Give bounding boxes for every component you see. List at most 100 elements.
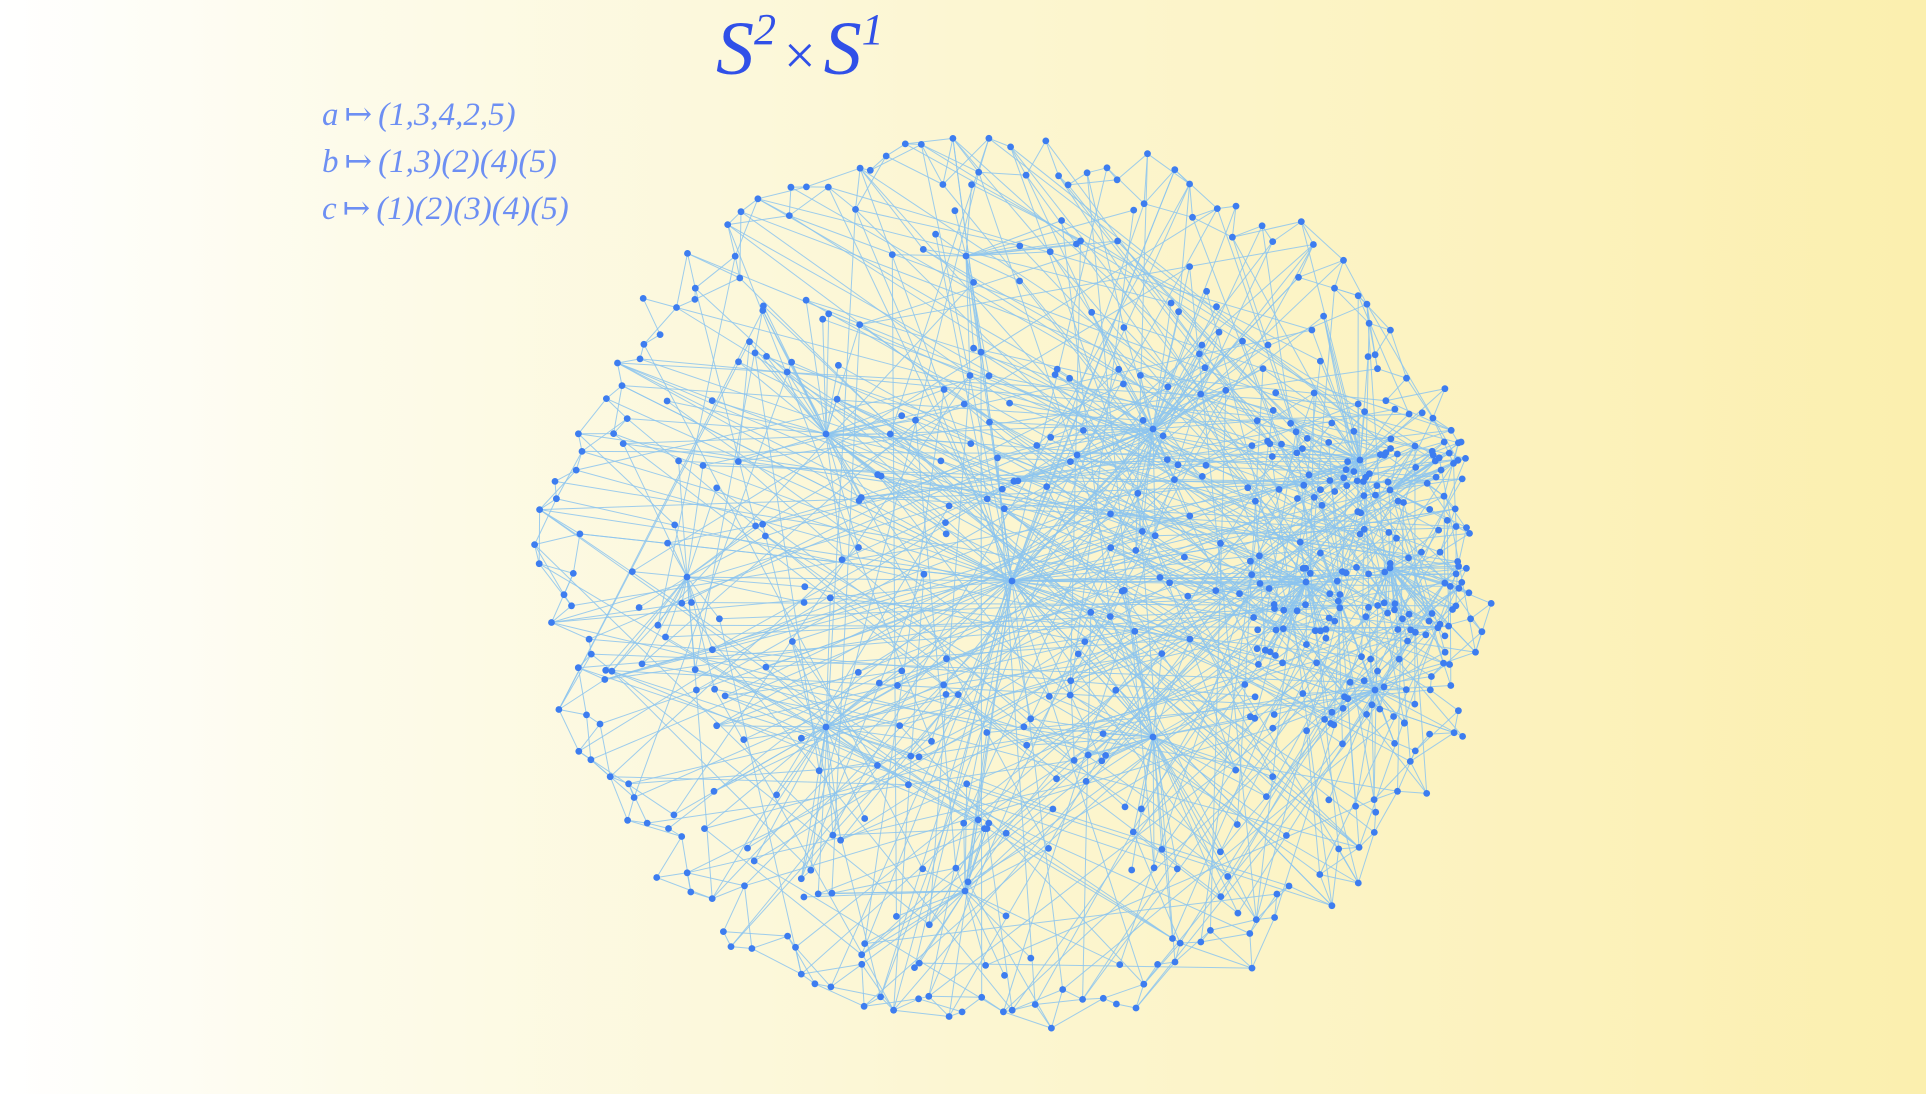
graph-node <box>1140 200 1148 208</box>
graph-node <box>920 570 928 578</box>
graph-node <box>1184 592 1192 600</box>
graph-node <box>1171 958 1179 966</box>
graph-node <box>1263 793 1270 800</box>
graph-edge <box>627 797 635 821</box>
graph-edge <box>1046 486 1257 920</box>
graph-node <box>970 279 977 286</box>
graph-edge <box>1343 260 1368 305</box>
graph-node <box>1283 832 1290 839</box>
graph-edge <box>791 641 878 766</box>
graph-edge <box>1331 422 1361 461</box>
graph-edge <box>1062 716 1394 990</box>
graph-edge <box>617 362 1013 582</box>
graph-node <box>1478 628 1486 636</box>
graph-edge <box>1357 832 1375 884</box>
graph-node <box>720 928 727 935</box>
graph-edge <box>730 694 959 947</box>
graph-node <box>1272 652 1279 659</box>
graph-node <box>1269 773 1277 780</box>
graph-node <box>855 544 862 551</box>
graph-edge <box>647 822 669 829</box>
graph-node <box>1016 277 1023 285</box>
graph-edge <box>931 694 947 742</box>
graph-node <box>1049 805 1057 813</box>
graph-node <box>975 168 983 176</box>
graph-node <box>1454 558 1462 565</box>
graph-node <box>1131 627 1139 635</box>
graph-edge <box>666 400 1321 875</box>
graph-edge <box>1011 580 1451 587</box>
graph-edge <box>1397 750 1416 792</box>
graph-edge <box>1140 736 1154 809</box>
graph-node <box>585 635 593 643</box>
graph-node <box>1391 740 1398 747</box>
graph-node <box>1325 614 1333 622</box>
graph-edge <box>1210 919 1257 931</box>
graph-edge <box>1058 175 1339 602</box>
graph-node <box>1268 453 1276 460</box>
graph-node <box>963 780 971 788</box>
graph-node <box>1067 677 1075 685</box>
graph-node <box>1405 610 1413 618</box>
graph-node <box>983 729 991 736</box>
graph-node <box>693 686 700 694</box>
graph-node <box>1159 432 1167 440</box>
graph-edge <box>617 362 623 386</box>
graph-edge <box>1247 438 1308 489</box>
graph-node <box>1197 390 1205 398</box>
graph-edge <box>599 580 1013 725</box>
graph-edge <box>1359 408 1396 461</box>
graph-edge <box>586 714 592 760</box>
graph-node <box>1045 845 1052 852</box>
graph-edge <box>1011 183 1191 582</box>
graph-edge <box>1449 586 1483 632</box>
graph-node <box>1342 569 1350 577</box>
graph-node <box>639 295 647 302</box>
graph-edge <box>638 576 688 608</box>
graph-edge <box>558 679 606 710</box>
graph-edge <box>825 415 902 435</box>
graph-node <box>1175 308 1182 316</box>
graph-node <box>1412 628 1419 636</box>
graph-edge <box>1414 632 1428 794</box>
graph-node <box>663 397 671 405</box>
graph-node <box>1303 435 1311 442</box>
graph-edge <box>965 243 1077 257</box>
graph-node <box>1437 466 1445 474</box>
graph-edge <box>641 576 688 665</box>
graph-node <box>898 412 906 420</box>
graph-edge <box>881 475 1459 567</box>
graph-node <box>1120 586 1128 594</box>
graph-node <box>1001 972 1008 979</box>
graph-node <box>1472 648 1479 656</box>
graph-node <box>603 395 610 402</box>
graph-node <box>1384 478 1392 486</box>
graph-edge <box>855 168 861 210</box>
graph-node <box>713 722 721 730</box>
graph-node <box>1457 438 1465 446</box>
graph-node <box>1244 484 1252 492</box>
graph-node <box>670 811 678 819</box>
graph-node <box>1411 747 1419 755</box>
graph-node <box>1121 803 1129 811</box>
graph-edge <box>691 602 1456 607</box>
graph-edge <box>1356 566 1391 569</box>
graph-edge <box>1010 146 1398 455</box>
graph-node <box>800 599 808 606</box>
graph-edge <box>1045 140 1060 176</box>
graph-edge <box>1373 605 1379 800</box>
graph-edge <box>1019 245 1249 489</box>
graph-node <box>1362 473 1370 481</box>
graph-edge <box>928 995 950 1017</box>
graph-node <box>1264 341 1272 349</box>
graph-edge <box>686 576 692 603</box>
graph-node <box>967 440 975 447</box>
graph-edge <box>1082 997 1104 1000</box>
graph-edge <box>1086 172 1155 868</box>
graph-edge <box>825 433 950 507</box>
graph-edge <box>590 759 611 778</box>
graph-edge <box>737 461 1126 808</box>
graph-node <box>1270 711 1278 718</box>
graph-edge <box>1334 260 1344 289</box>
